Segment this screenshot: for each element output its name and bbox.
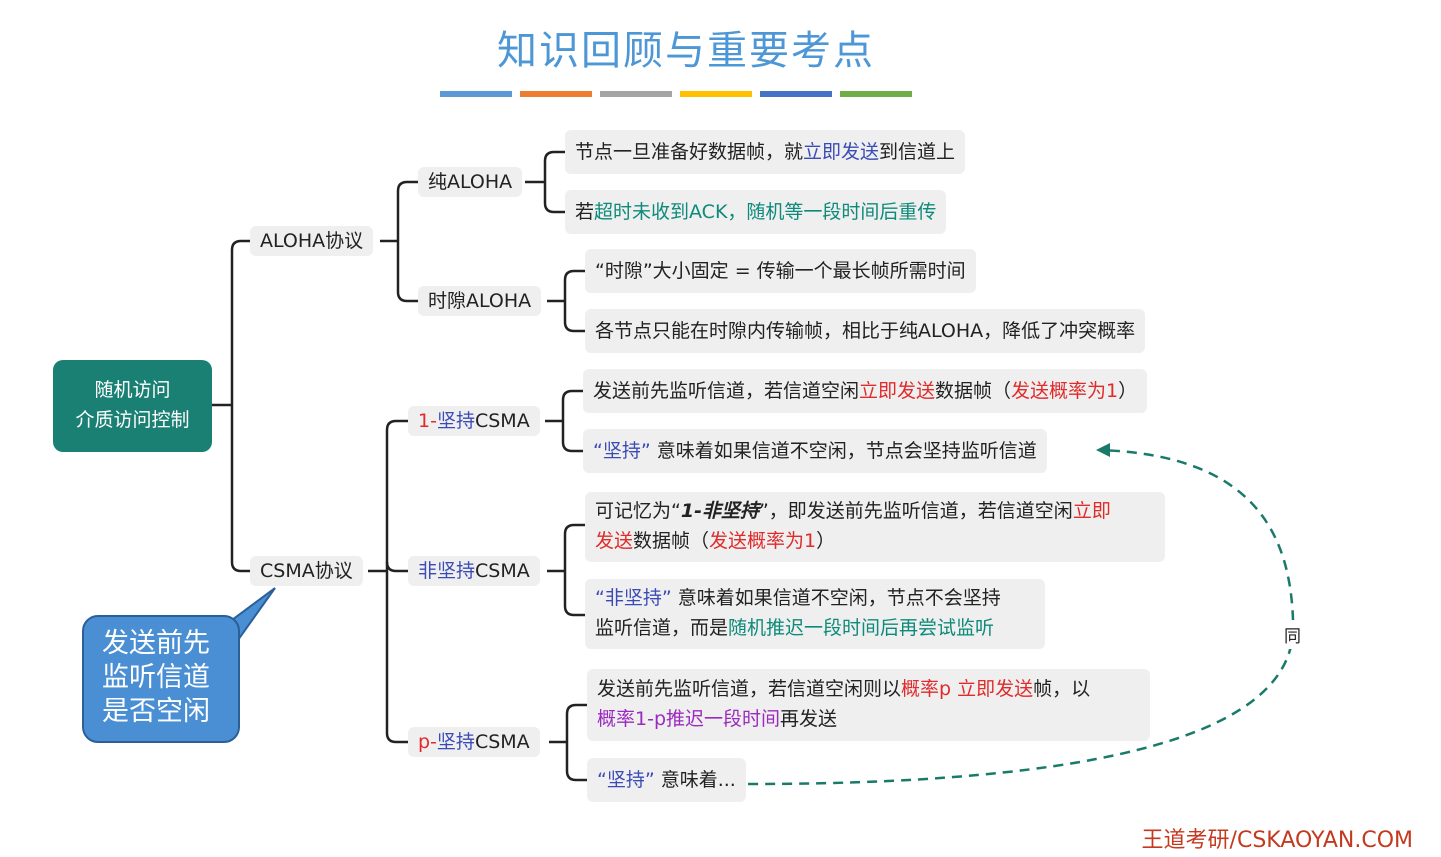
text: 意味着... (654, 769, 736, 791)
highlight: 立即发送 (803, 141, 880, 163)
pure-aloha-label: 纯ALOHA (428, 171, 513, 193)
text: 数据帧（ (935, 380, 1012, 402)
root-line-1: 随机访问 (94, 379, 171, 401)
slotted-aloha-label: 时隙ALOHA (428, 290, 532, 312)
root-line-2: 介质访问控制 (75, 409, 190, 431)
label-suffix: CSMA (474, 731, 530, 753)
p-persistent-leaf-1: 发送前先监听信道，若信道空闲则以概率p 立即发送帧，以 概率1-p推迟一段时间再… (587, 669, 1150, 741)
text: 到信道上 (879, 141, 956, 163)
highlight: 发送概率为1 (1011, 380, 1119, 402)
slotted-aloha-leaf-1: “时隙”大小固定 = 传输一个最长帧所需时间 (585, 249, 976, 293)
bar-1 (440, 91, 512, 97)
text: 各节点只能在时隙内传输帧，相比于纯ALOHA，降低了冲突概率 (595, 320, 1136, 342)
text: 监听信道，而是 (595, 617, 729, 639)
label-mid: 坚持 (436, 410, 475, 432)
label-prefix: 1- (418, 410, 437, 432)
highlight: 随机推迟一段时间后再尝试监听 (728, 617, 995, 639)
line-2: 监听信道，而是随机推迟一段时间后再尝试监听 (595, 613, 1035, 643)
csma-node[interactable]: CSMA协议 (250, 556, 363, 586)
line-2: 发送数据帧（发送概率为1） (595, 526, 1155, 556)
text: 节点一旦准备好数据帧，就 (575, 141, 804, 163)
line-1: 发送前先监听信道，若信道空闲则以概率p 立即发送帧，以 (597, 674, 1140, 704)
aloha-node[interactable]: ALOHA协议 (250, 226, 374, 256)
bar-3 (600, 91, 672, 97)
line-1: “非坚持” 意味着如果信道不空闲，节点不会坚持 (595, 583, 1035, 613)
non-persistent-leaf-1: 可记忆为“1-非坚持”，即发送前先监听信道，若信道空闲立即 发送数据帧（发送概率… (585, 492, 1165, 562)
label-mid: 坚持 (436, 731, 475, 753)
callout-line-2: 监听信道 (102, 662, 210, 693)
non-persistent-leaf-2: “非坚持” 意味着如果信道不空闲，节点不会坚持 监听信道，而是随机推迟一段时间后… (585, 579, 1045, 649)
highlight: “非坚持” (595, 587, 672, 609)
text: ） (816, 530, 836, 552)
highlight: 概率p 立即发送 (901, 678, 1034, 700)
pure-aloha-leaf-1: 节点一旦准备好数据帧，就立即发送到信道上 (565, 130, 966, 174)
callout-line-1: 发送前先 (102, 628, 210, 659)
pure-aloha-node[interactable]: 纯ALOHA (418, 167, 523, 197)
bar-2 (520, 91, 592, 97)
callout-line-3: 是否空闲 (102, 696, 210, 727)
bar-6 (840, 91, 912, 97)
label-prefix: p- (418, 731, 437, 753)
highlight: 概率1-p推迟一段时间 (597, 708, 781, 730)
text: “时隙”大小固定 = 传输一个最长帧所需时间 (595, 260, 966, 282)
text: 发送前先监听信道，若信道空闲则以 (597, 678, 902, 700)
text: 发送前先监听信道，若信道空闲 (593, 380, 860, 402)
text: ） (1118, 380, 1138, 402)
emphasis: 1-非坚持 (680, 500, 759, 522)
callout-bubble: 发送前先 监听信道 是否空闲 (82, 615, 240, 743)
bar-5 (760, 91, 832, 97)
slotted-aloha-leaf-2: 各节点只能在时隙内传输帧，相比于纯ALOHA，降低了冲突概率 (585, 309, 1146, 353)
text: 若 (575, 201, 595, 223)
one-persistent-leaf-2: “坚持” 意味着如果信道不空闲，节点会坚持监听信道 (583, 429, 1047, 473)
line-1: 可记忆为“1-非坚持”，即发送前先监听信道，若信道空闲立即 (595, 496, 1155, 526)
root-node[interactable]: 随机访问 介质访问控制 (53, 360, 212, 452)
csma-label: CSMA协议 (260, 560, 353, 582)
highlight: “坚持” (597, 769, 655, 791)
p-persistent-node[interactable]: p-坚持CSMA (408, 727, 540, 757)
aloha-label: ALOHA协议 (260, 230, 364, 252)
one-persistent-node[interactable]: 1-坚持CSMA (408, 406, 540, 436)
one-persistent-leaf-1: 发送前先监听信道，若信道空闲立即发送数据帧（发送概率为1） (583, 369, 1148, 413)
label-prefix: 非坚持 (418, 560, 476, 582)
highlight: 发送 (595, 530, 634, 552)
page-title: 知识回顾与重要考点 (497, 28, 875, 74)
label-suffix: CSMA (474, 410, 530, 432)
highlight: 立即 (1072, 500, 1111, 522)
text: 意味着如果信道不空闲，节点不会坚持 (671, 587, 1001, 609)
text: 可记忆为“ (595, 500, 681, 522)
text: ”，即发送前先监听信道，若信道空闲 (758, 500, 1073, 522)
non-persistent-node[interactable]: 非坚持CSMA (408, 556, 540, 586)
highlight: “坚持” (593, 440, 651, 462)
line-2: 概率1-p推迟一段时间再发送 (597, 704, 1140, 734)
text: 帧，以 (1033, 678, 1091, 700)
text: 意味着如果信道不空闲，节点会坚持监听信道 (650, 440, 1037, 462)
highlight: 超时未收到ACK，随机等一段时间后重传 (594, 201, 937, 223)
bar-4 (680, 91, 752, 97)
footer-brand: 王道考研/CSKAOYAN.COM (1141, 828, 1413, 853)
highlight: 发送概率为1 (709, 530, 817, 552)
same-label: 同 (1282, 620, 1303, 649)
pure-aloha-leaf-2: 若超时未收到ACK，随机等一段时间后重传 (565, 190, 947, 234)
p-persistent-leaf-2: “坚持” 意味着... (587, 758, 746, 802)
text: 再发送 (780, 708, 838, 730)
slotted-aloha-node[interactable]: 时隙ALOHA (418, 286, 542, 316)
title-underline-bars (440, 91, 912, 97)
text: 数据帧（ (633, 530, 710, 552)
label-suffix: CSMA (475, 560, 530, 582)
highlight: 立即发送 (859, 380, 936, 402)
